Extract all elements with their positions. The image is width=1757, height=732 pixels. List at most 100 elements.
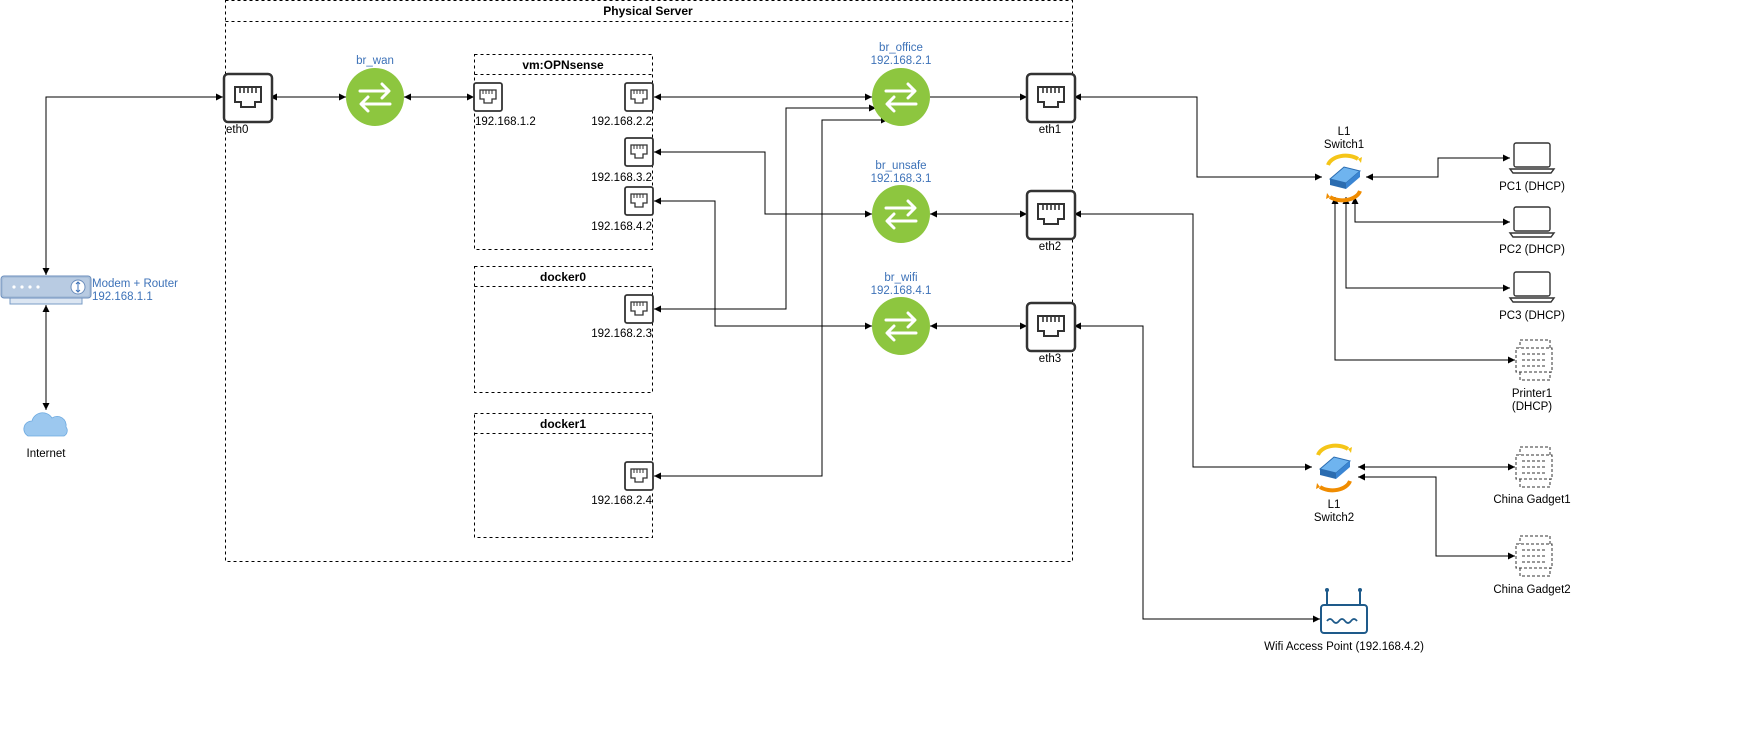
vm-nic-wan: 192.168.1.2 — [473, 82, 536, 128]
docker0-nic: 192.168.2.3 — [591, 294, 654, 340]
pc1: PC1 (DHCP) — [1499, 142, 1565, 193]
network-switch-icon — [1324, 153, 1364, 203]
pc2: PC2 (DHCP) — [1499, 206, 1565, 256]
ethernet-port-icon — [473, 82, 503, 112]
cloud-icon — [23, 412, 68, 437]
br-unsafe-label: br_unsafe — [875, 160, 926, 172]
generic-device-icon — [1515, 446, 1553, 488]
eth1-port: eth1 — [1025, 72, 1077, 136]
ethernet-port-icon — [624, 294, 654, 324]
docker0-title: docker0 — [540, 270, 586, 284]
link-eth1-switch1 — [1074, 93, 1322, 181]
wifi-access-point: Wifi Access Point (192.168.4.2) — [1264, 588, 1424, 653]
switch1-label-line1: L1 — [1338, 126, 1351, 138]
eth1-label: eth1 — [1039, 124, 1061, 136]
ethernet-port-icon — [1025, 72, 1077, 124]
bidirectional-arrows-icon — [870, 66, 932, 128]
laptop-icon — [1509, 206, 1555, 238]
physical-server-title: Physical Server — [603, 4, 693, 18]
docker1-nic: 192.168.2.4 — [591, 461, 654, 507]
connections — [42, 93, 1515, 623]
wifi-access-point-icon — [1320, 588, 1368, 634]
gadget2-label: China Gadget2 — [1493, 584, 1570, 596]
link-vm-brwifi — [654, 197, 872, 330]
switch2: L1 Switch2 — [1314, 443, 1354, 524]
china-gadget1: China Gadget1 — [1493, 446, 1571, 506]
eth0-label: eth0 — [226, 124, 248, 136]
modem-router: Modem + Router 192.168.1.1 — [0, 275, 178, 305]
docker1-title: docker1 — [540, 417, 586, 431]
modem-router-icon — [0, 275, 92, 305]
eth3-port: eth3 — [1025, 301, 1077, 365]
wifi-ap-label: Wifi Access Point (192.168.4.2) — [1264, 641, 1424, 653]
pc1-label: PC1 (DHCP) — [1499, 181, 1565, 193]
ethernet-port-icon — [624, 461, 654, 491]
laptop-icon — [1509, 142, 1555, 174]
bidirectional-arrows-icon — [870, 183, 932, 245]
ethernet-port-icon — [1025, 189, 1077, 241]
eth3-label: eth3 — [1039, 353, 1061, 365]
bridge-br-unsafe: br_unsafe 192.168.3.1 — [870, 160, 932, 245]
br-wan-label: br_wan — [356, 55, 394, 67]
docker0-ip: 192.168.2.3 — [591, 328, 652, 340]
link-eth3-wifiap — [1074, 322, 1320, 623]
bridge-br-office: br_office 192.168.2.1 — [870, 42, 932, 128]
internet-cloud: Internet — [23, 412, 68, 460]
pc3-label: PC3 (DHCP) — [1499, 310, 1565, 322]
bridge-br-wifi: br_wifi 192.168.4.1 — [870, 272, 932, 357]
bidirectional-arrows-icon — [344, 66, 406, 128]
br-wifi-ip: 192.168.4.1 — [871, 285, 932, 297]
generic-device-icon — [1515, 535, 1553, 577]
gadget1-label: China Gadget1 — [1493, 494, 1570, 506]
vm-ip-office: 192.168.2.2 — [591, 116, 652, 128]
printer1-label-line1: Printer1 — [1512, 388, 1552, 400]
switch2-label-line1: L1 — [1328, 499, 1341, 511]
br-wifi-label: br_wifi — [884, 272, 917, 284]
link-modem-eth0 — [42, 93, 223, 275]
link-switch1-pc1 — [1366, 154, 1510, 181]
ethernet-port-icon — [624, 137, 654, 167]
vm-ip-wifi: 192.168.4.2 — [591, 221, 652, 233]
br-office-ip: 192.168.2.1 — [871, 55, 932, 67]
link-switch1-pc2 — [1351, 197, 1510, 226]
modem-label: Modem + Router — [92, 278, 178, 290]
printer1: Printer1 (DHCP) — [1512, 339, 1553, 413]
pc2-label: PC2 (DHCP) — [1499, 244, 1565, 256]
ethernet-port-icon — [624, 82, 654, 112]
link-docker1-broffice — [654, 116, 888, 480]
china-gadget2: China Gadget2 — [1493, 535, 1571, 596]
vm-nic-wifi: 192.168.4.2 — [591, 186, 654, 233]
laptop-icon — [1509, 271, 1555, 303]
eth2-label: eth2 — [1039, 241, 1061, 253]
eth0-port: eth0 — [222, 72, 274, 136]
link-switch1-pc3 — [1342, 197, 1510, 292]
vm-nic-office: 192.168.2.2 — [591, 82, 654, 128]
link-eth2-switch2 — [1074, 210, 1312, 471]
physical-server-container: Physical Server — [225, 0, 1073, 562]
vm-ip-unsafe: 192.168.3.2 — [591, 172, 652, 184]
modem-ip: 192.168.1.1 — [92, 291, 153, 303]
generic-device-icon — [1515, 339, 1553, 381]
bridge-br-wan: br_wan — [344, 55, 406, 128]
printer1-label-line2: (DHCP) — [1512, 401, 1552, 413]
switch1: L1 Switch1 — [1324, 126, 1364, 203]
network-switch-icon — [1314, 443, 1354, 493]
docker1-ip: 192.168.2.4 — [591, 495, 652, 507]
vm-opnsense-container: vm:OPNsense — [474, 54, 653, 250]
switch2-label-line2: Switch2 — [1314, 512, 1354, 524]
vm-title: vm:OPNsense — [522, 58, 604, 72]
vm-ip-wan: 192.168.1.2 — [475, 116, 536, 128]
ethernet-port-icon — [222, 72, 274, 124]
pc3: PC3 (DHCP) — [1499, 271, 1565, 322]
internet-label: Internet — [27, 448, 67, 460]
br-unsafe-ip: 192.168.3.1 — [871, 173, 932, 185]
ethernet-port-icon — [1025, 301, 1077, 353]
link-vm-brunsafe — [654, 148, 872, 218]
link-switch1-printer — [1331, 197, 1515, 364]
vm-nic-unsafe: 192.168.3.2 — [591, 137, 654, 184]
bidirectional-arrows-icon — [870, 295, 932, 357]
docker0-container: docker0 — [474, 266, 653, 393]
br-office-label: br_office — [879, 42, 923, 54]
link-switch2-gadget2 — [1358, 473, 1515, 560]
